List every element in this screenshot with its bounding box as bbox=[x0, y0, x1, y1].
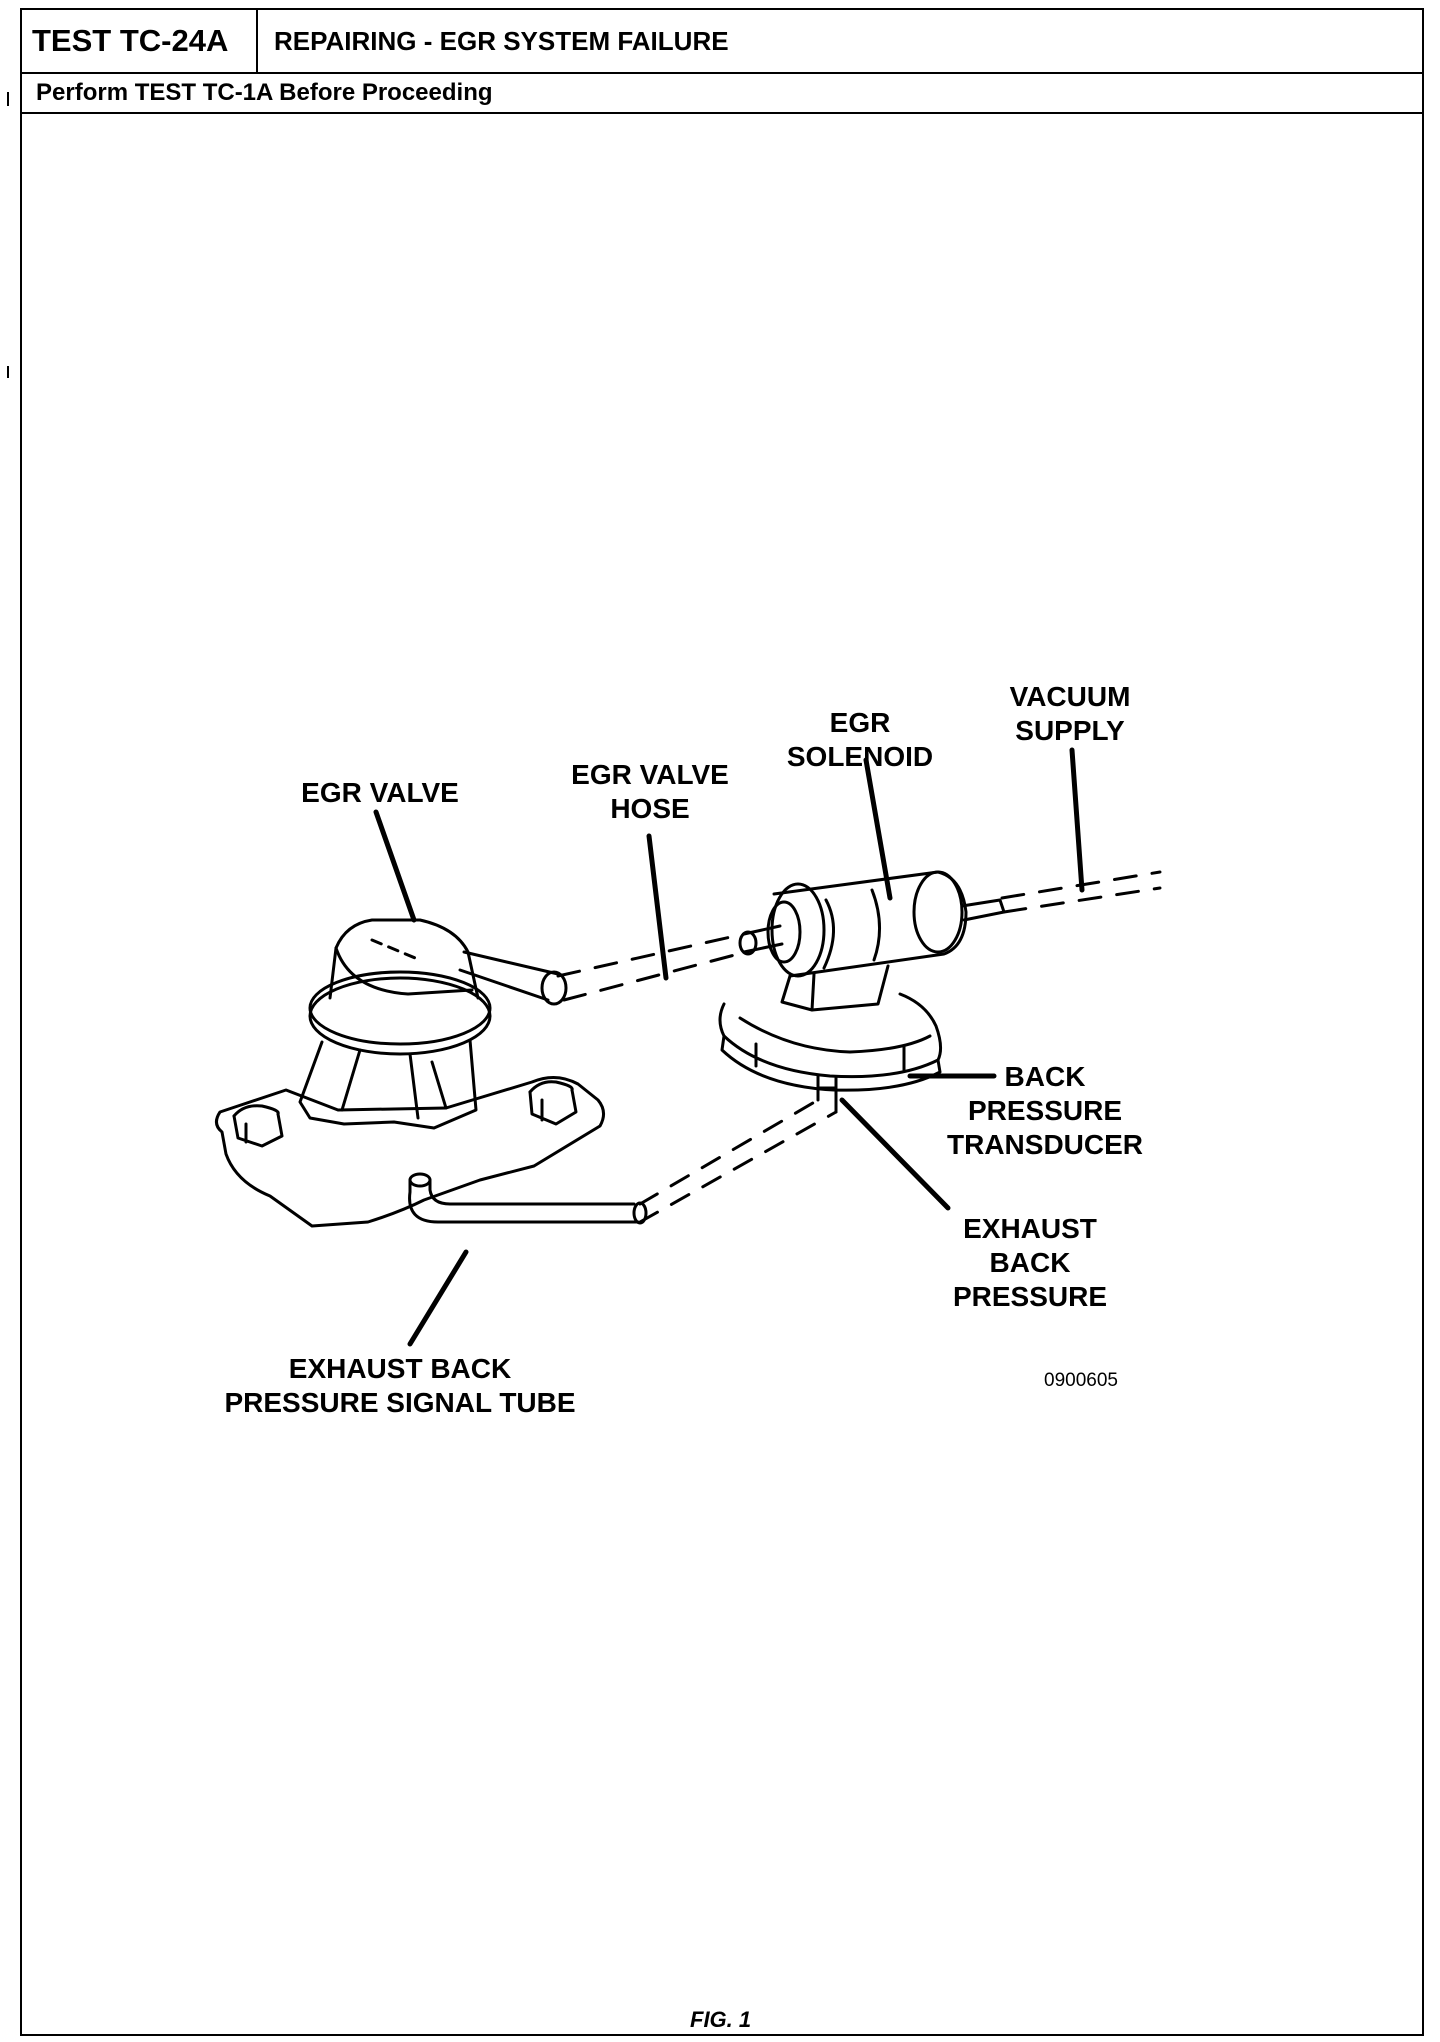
flange-bolt-right bbox=[528, 1080, 578, 1126]
leader-egr-solenoid bbox=[863, 757, 893, 901]
label-vacuum-supply: VACUUM SUPPLY bbox=[1009, 681, 1131, 746]
figure-caption: FIG. 1 bbox=[690, 2007, 752, 2032]
egr-valve-flange bbox=[215, 1076, 605, 1228]
flange-bolt-left bbox=[232, 1104, 284, 1148]
page-frame: TEST TC-24A REPAIRING - EGR SYSTEM FAILU… bbox=[20, 8, 1424, 2036]
label-back-pressure-transducer: BACK PRESSURE TRANSDUCER bbox=[947, 1061, 1143, 1160]
back-pressure-transducer bbox=[718, 992, 943, 1079]
egr-valve-hose bbox=[562, 950, 748, 1002]
label-exhaust-back-pressure-signal-tube: EXHAUST BACK PRESSURE SIGNAL TUBE bbox=[224, 1353, 576, 1418]
egr-valve-body bbox=[298, 1038, 478, 1130]
egr-valve-dome bbox=[328, 918, 480, 1000]
leader-signal-tube bbox=[407, 1249, 469, 1347]
figure-code: 0900605 bbox=[1044, 1370, 1118, 1391]
leader-egr-valve bbox=[373, 809, 417, 923]
label-exhaust-back-pressure: EXHAUST BACK PRESSURE bbox=[952, 1213, 1108, 1312]
leader-egr-valve-hose bbox=[646, 833, 669, 981]
leader-vacuum-supply bbox=[1069, 747, 1085, 893]
margin-mark bbox=[7, 92, 9, 106]
label-egr-solenoid: EGR SOLENOID bbox=[786, 707, 934, 772]
label-egr-valve: EGR VALVE bbox=[301, 777, 459, 808]
label-egr-valve-hose: EGR VALVE HOSE bbox=[571, 759, 729, 824]
leader-exhaust-back-pressure bbox=[839, 1097, 951, 1211]
exhaust-back-pressure-signal-tube bbox=[408, 1178, 640, 1224]
prerequisite-note: Perform TEST TC-1A Before Proceeding bbox=[36, 79, 493, 106]
margin-mark bbox=[7, 366, 9, 378]
prerequisite-row: Perform TEST TC-1A Before Proceeding bbox=[22, 74, 1422, 114]
header-row: TEST TC-24A REPAIRING - EGR SYSTEM FAILU… bbox=[22, 10, 1422, 74]
egr-solenoid bbox=[772, 870, 968, 978]
test-id: TEST TC-24A bbox=[22, 10, 258, 72]
test-title: REPAIRING - EGR SYSTEM FAILURE bbox=[274, 25, 729, 56]
egr-valve-diaphragm bbox=[308, 976, 492, 1056]
vacuum-supply-hose bbox=[1002, 886, 1162, 914]
egr-valve-nipple bbox=[458, 968, 550, 1002]
